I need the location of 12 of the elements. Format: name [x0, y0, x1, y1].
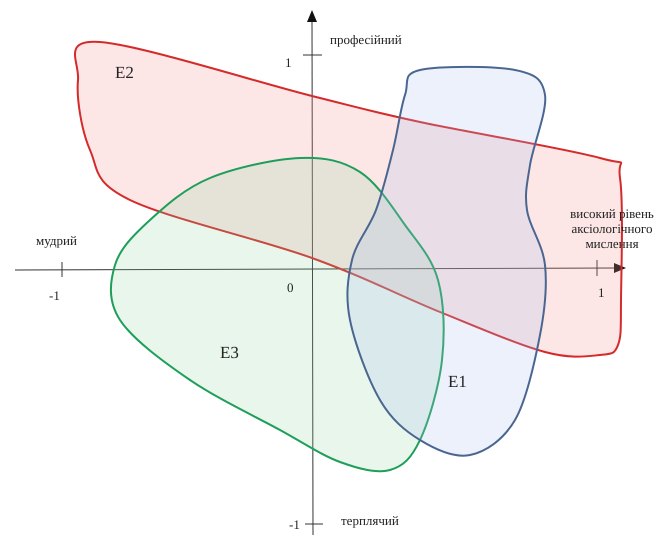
tick-label: -1: [49, 288, 60, 303]
tick-label: 1: [598, 285, 604, 300]
region-label: E3: [220, 343, 239, 363]
tick-label: 0: [287, 280, 294, 295]
axis-pole-label: професійний: [330, 32, 402, 47]
axis-pole-label: мудрий: [36, 233, 77, 248]
region-label: E1: [448, 372, 467, 392]
axis-pole-label: терплячий: [341, 513, 399, 528]
tick-label: -1: [289, 517, 300, 532]
region-label: E2: [115, 63, 134, 83]
region-blob: [348, 68, 547, 457]
tick-label: 1: [285, 55, 292, 70]
